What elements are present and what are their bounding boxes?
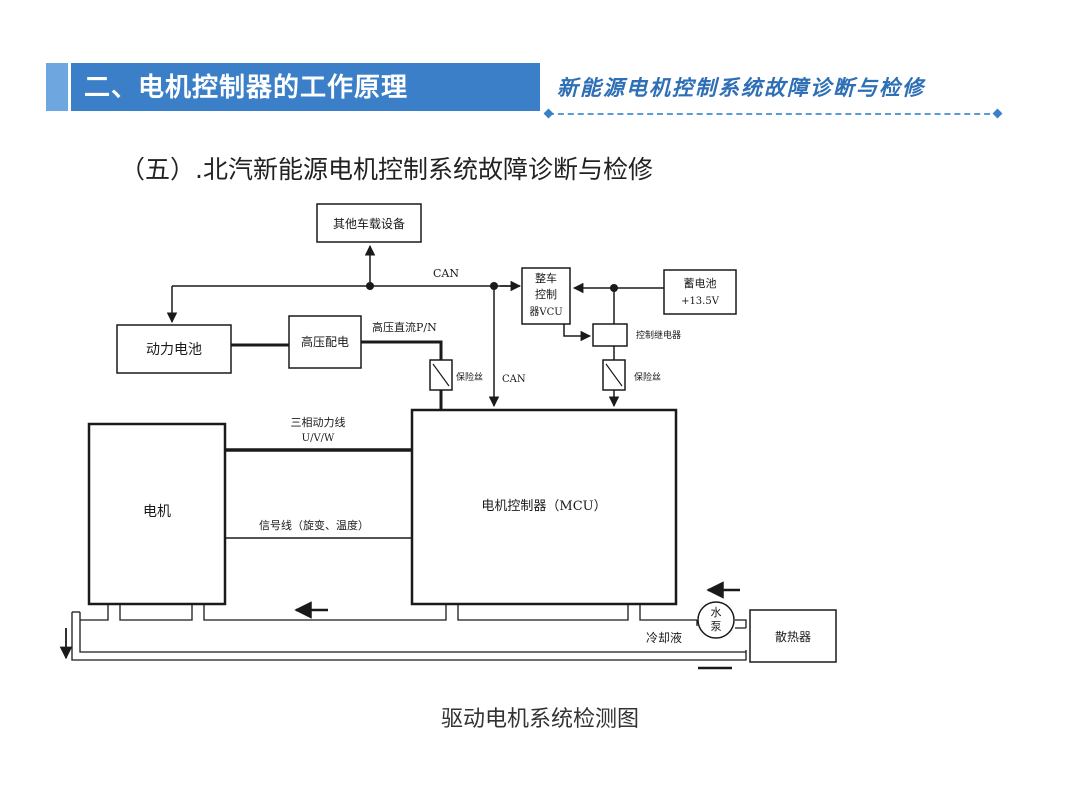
control-relay-label: 控制继电器 xyxy=(636,329,681,341)
header-divider xyxy=(548,113,1000,115)
section-heading: （五）.北汽新能源电机控制系统故障诊断与检修 xyxy=(120,155,653,184)
battery-12v-voltage: +13.5V xyxy=(681,296,720,307)
water-pump-label-2: 泵 xyxy=(711,620,722,633)
coolant-pipe-upper xyxy=(80,604,697,621)
vcu-label-3: 器VCU xyxy=(529,306,562,318)
power-battery-label: 动力电池 xyxy=(146,342,202,358)
control-relay-box xyxy=(592,323,628,347)
mcu-label: 电机控制器（MCU） xyxy=(481,499,606,514)
radiator-label: 散热器 xyxy=(775,629,811,644)
mcu-box xyxy=(410,408,678,606)
other-devices-label: 其他车载设备 xyxy=(333,216,405,231)
vcu-label-1: 整车 xyxy=(535,271,557,285)
header-band-accent xyxy=(46,63,71,111)
can-mid-label: CAN xyxy=(502,374,526,385)
power-battery-box xyxy=(116,324,232,374)
fuse-left-label: 保险丝 xyxy=(456,371,483,383)
motor-label: 电机 xyxy=(143,504,171,520)
fuse-right-label: 保险丝 xyxy=(634,371,661,383)
other-devices-box xyxy=(316,203,422,243)
slide-title: 二、电机控制器的工作原理 xyxy=(84,73,409,103)
fuse-right-strike xyxy=(605,363,623,387)
battery-12v-box xyxy=(663,269,737,315)
coolant-label: 冷却液 xyxy=(646,630,682,645)
vcu-box xyxy=(521,267,571,325)
coolant-pipe-lower xyxy=(71,612,747,661)
course-subtitle: 新能源电机控制系统故障诊断与检修 xyxy=(557,75,925,100)
fuse-left-strike xyxy=(432,363,450,387)
vcu-label-2: 控制 xyxy=(535,287,557,301)
water-pump-symbol xyxy=(697,601,735,639)
motor-box xyxy=(87,422,227,606)
hv-distribution-box xyxy=(288,315,362,369)
header-band xyxy=(46,63,540,111)
figure-caption: 驱动电机系统检测图 xyxy=(440,707,639,732)
water-pump-label-1: 水 xyxy=(711,606,722,619)
three-phase-uvw: U/V/W xyxy=(302,433,335,444)
radiator-box xyxy=(749,609,837,663)
hv-dc-label: 高压直流P/N xyxy=(372,320,437,334)
three-phase-label: 三相动力线 xyxy=(291,415,346,429)
hv-dc-line xyxy=(361,340,443,360)
signal-line-label: 信号线（旋变、温度） xyxy=(259,518,369,532)
hv-distribution-label: 高压配电 xyxy=(301,334,349,349)
vcu-to-relay-arrow xyxy=(563,324,592,342)
battery-12v-label: 蓄电池 xyxy=(684,277,717,290)
can-junction-dot xyxy=(366,282,374,290)
can-top-label: CAN xyxy=(433,267,459,280)
